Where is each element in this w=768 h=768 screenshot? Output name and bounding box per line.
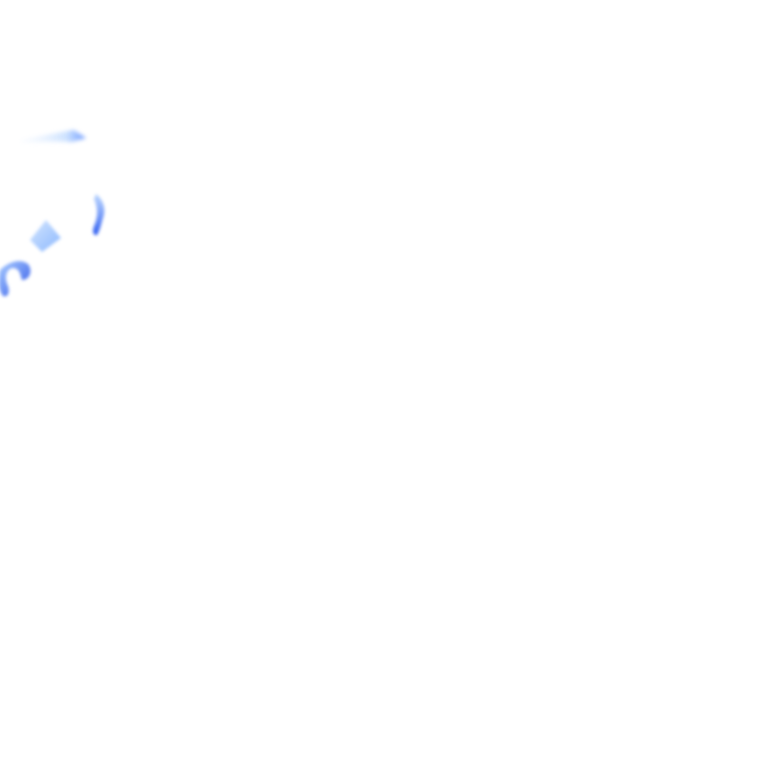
brush-stroke-diamond [30, 220, 61, 252]
brush-stroke-curl [0, 261, 31, 297]
brush-stroke-tail [20, 130, 86, 143]
brush-stroke-hook [93, 194, 105, 236]
